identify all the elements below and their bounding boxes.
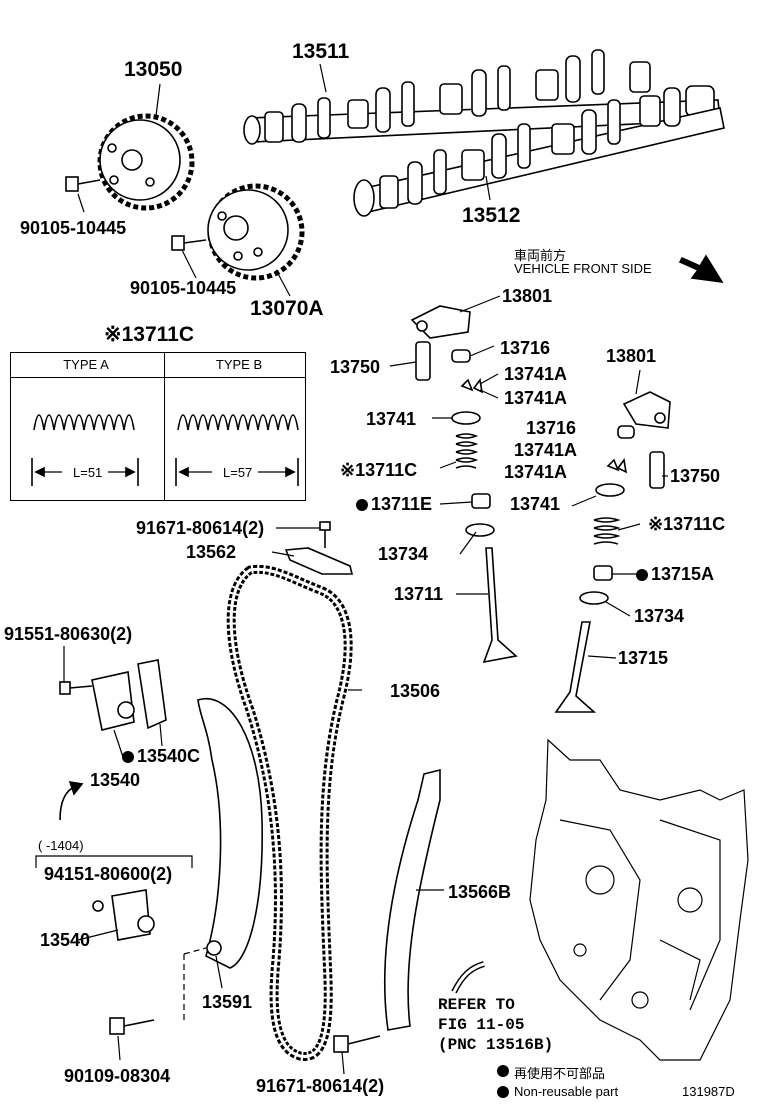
rocker-arm-right (622, 391, 671, 429)
rocker-arm-left (410, 305, 471, 339)
refer-line-2[interactable]: FIG 11-05 (438, 1016, 525, 1034)
part-13050[interactable]: 13050 (124, 58, 183, 81)
non-reusable-dot (636, 569, 648, 582)
part-13711c-table[interactable]: ※13711C (104, 323, 195, 346)
length-b: L=57 (223, 465, 253, 480)
direction-jp: 車両前方 (514, 248, 567, 263)
range-note: ( -1404) (38, 838, 84, 853)
table-type-b: TYPE B (215, 357, 263, 372)
non-reusable-dot (356, 499, 368, 512)
camshaft-upper (243, 49, 721, 145)
part-13801-right[interactable]: 13801 (606, 346, 657, 366)
valve-locks (460, 378, 628, 474)
part-90105-10445-a[interactable]: 90105-10445 (20, 218, 127, 238)
cam-gear-13050 (97, 113, 195, 211)
part-13540-lower[interactable]: 13540 (40, 930, 91, 950)
note-mark: ※ (340, 460, 356, 480)
length-a: L=51 (73, 465, 103, 480)
part-90105-10445-b[interactable]: 90105-10445 (130, 278, 237, 298)
valve-stem-seals (471, 493, 613, 581)
note-mark: ※ (648, 514, 664, 534)
legend-dot (497, 1086, 509, 1098)
engine-block (529, 738, 749, 1061)
part-13734-left[interactable]: 13734 (378, 544, 429, 564)
part-13070a[interactable]: 13070A (250, 297, 324, 320)
part-13716-right[interactable]: 13716 (526, 418, 577, 438)
part-90109-08304[interactable]: 90109-08304 (64, 1066, 171, 1086)
cam-gear-13070a (207, 183, 305, 281)
part-13801-left[interactable]: 13801 (502, 286, 553, 306)
legend-en: Non-reusable part (514, 1084, 619, 1099)
direction-en: VEHICLE FRONT SIDE (514, 261, 652, 276)
part-13506[interactable]: 13506 (390, 681, 441, 701)
part-13715a[interactable]: 13715A (636, 564, 714, 585)
vehicle-front-arrow-icon (678, 254, 724, 284)
chain-guide-upper (284, 521, 354, 575)
figure-id: 131987D (682, 1084, 735, 1099)
refer-line-1: REFER TO (438, 996, 515, 1014)
valve-caps (451, 349, 635, 439)
chain-damper (384, 768, 441, 1031)
part-13741-left[interactable]: 13741 (366, 409, 417, 429)
leader-lines (63, 63, 668, 1075)
reference-hose (451, 961, 485, 994)
part-13750-right[interactable]: 13750 (670, 466, 721, 486)
part-94151-80600[interactable]: 94151-80600(2) (44, 864, 173, 884)
chain-tensioner-old (92, 889, 155, 941)
part-13540c[interactable]: 13540C (122, 746, 200, 767)
spring-retainers (451, 411, 625, 497)
spring-seats (465, 523, 609, 605)
spring-type-table: TYPE A TYPE B L=51 L=57 (10, 352, 306, 501)
part-91671-80614-lower[interactable]: 91671-80614(2) (256, 1076, 385, 1096)
non-reusable-dot (122, 751, 134, 764)
chain-tensioner-upper (59, 659, 167, 731)
part-13711c-right[interactable]: ※13711C (648, 514, 726, 534)
part-13741a-left-1[interactable]: 13741A (504, 364, 568, 384)
part-13591[interactable]: 13591 (202, 992, 253, 1012)
note-mark: ※ (104, 323, 122, 346)
part-13716-left[interactable]: 13716 (500, 338, 551, 358)
version-bracket (35, 855, 193, 868)
part-13715[interactable]: 13715 (618, 648, 669, 668)
part-13741a-right-1[interactable]: 13741A (514, 440, 578, 460)
part-13741a-right-2[interactable]: 13741A (504, 462, 568, 482)
refer-line-3: (PNC 13516B) (438, 1036, 554, 1054)
part-13512[interactable]: 13512 (462, 204, 521, 227)
part-13562[interactable]: 13562 (186, 542, 237, 562)
part-13711e[interactable]: 13711E (356, 494, 432, 515)
table-divider (164, 353, 165, 500)
part-91551-80630[interactable]: 91551-80630(2) (4, 624, 133, 644)
valve-springs (455, 433, 621, 545)
part-13566b[interactable]: 13566B (448, 882, 512, 902)
curved-arrow (59, 780, 84, 821)
legend-jp: 再使用不可部品 (514, 1066, 606, 1081)
lower-bolts (109, 1017, 381, 1053)
part-91671-80614-upper[interactable]: 91671-80614(2) (136, 518, 265, 538)
part-13741-right[interactable]: 13741 (510, 494, 561, 514)
part-13734-right[interactable]: 13734 (634, 606, 685, 626)
part-13750-left[interactable]: 13750 (330, 357, 381, 377)
timing-chain (226, 564, 353, 1061)
camshaft-lower (353, 87, 725, 217)
legend-dot (497, 1065, 509, 1077)
table-header (11, 353, 305, 378)
chain-slipper (197, 697, 263, 969)
valves (482, 547, 597, 713)
part-13711[interactable]: 13711 (394, 584, 444, 604)
spring-table-drawings (31, 414, 299, 486)
part-13711c-left[interactable]: ※13711C (340, 460, 418, 480)
part-13540-upper[interactable]: 13540 (90, 770, 141, 790)
lash-adjusters (415, 341, 665, 489)
part-13511[interactable]: 13511 (292, 40, 350, 63)
table-type-a: TYPE A (63, 357, 109, 372)
part-13741a-left-2[interactable]: 13741A (504, 388, 568, 408)
gear-bolts (65, 176, 207, 251)
